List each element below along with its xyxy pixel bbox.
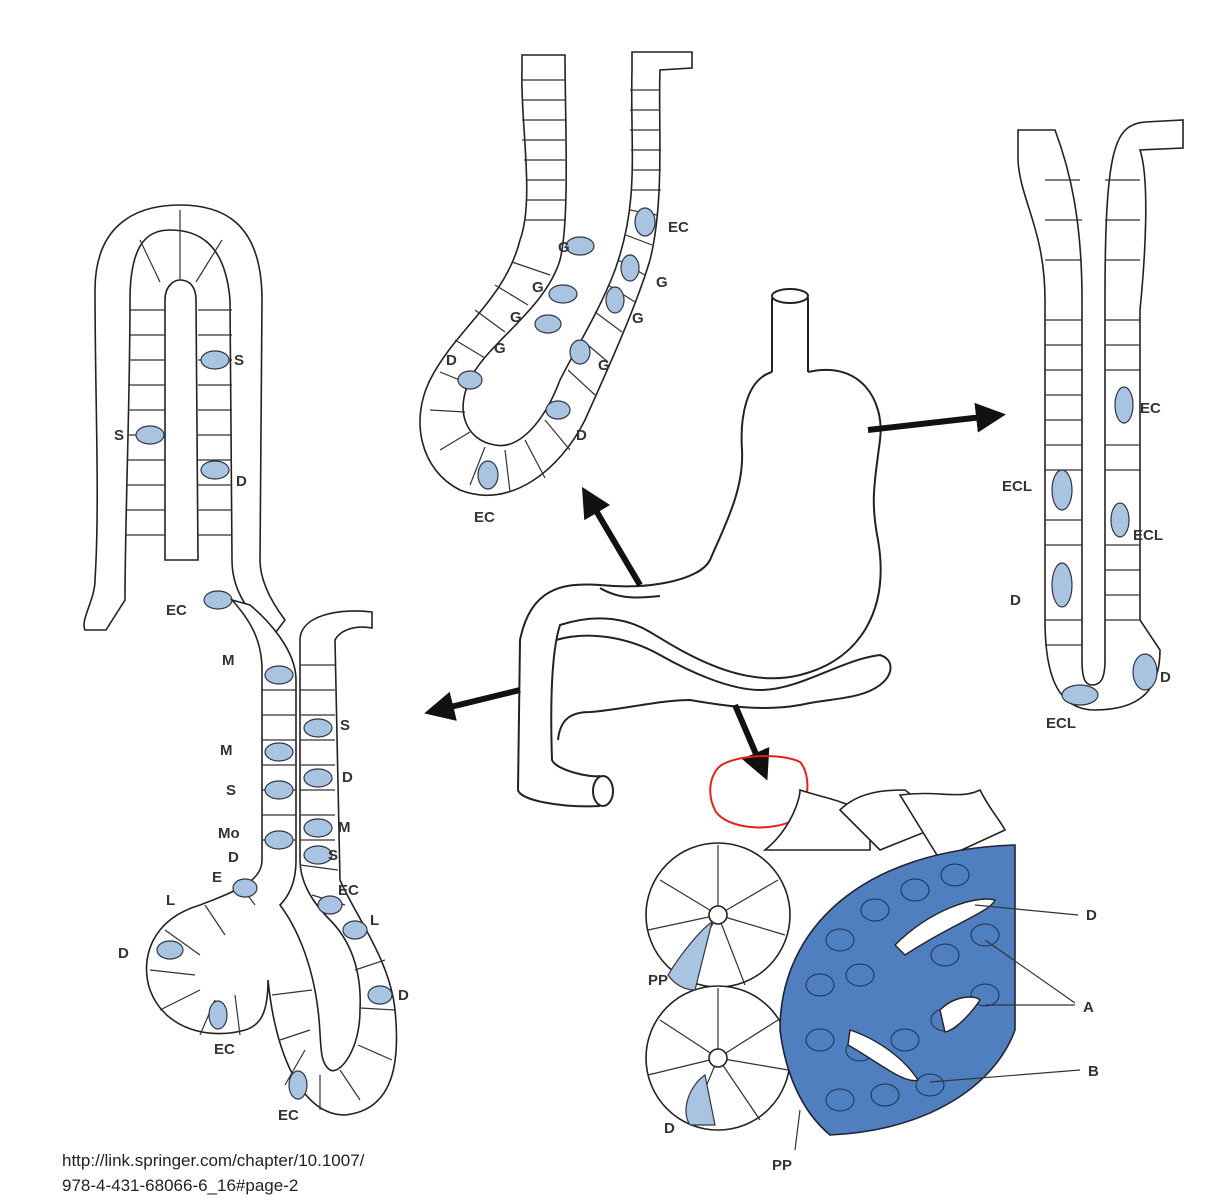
label: D xyxy=(1086,907,1097,924)
label: ECL xyxy=(1002,478,1032,495)
label: EC xyxy=(668,219,689,236)
label: G xyxy=(558,239,570,256)
label: PP xyxy=(648,972,668,989)
label: M xyxy=(222,652,235,669)
label: ECL xyxy=(1133,527,1163,544)
label: EC xyxy=(278,1107,299,1124)
label: EC xyxy=(166,602,187,619)
labels-small-intestine: M M S S D S M Mo D E EC L L D D EC EC xyxy=(118,652,409,1124)
label: G xyxy=(598,357,610,374)
labels-pancreas: D A B PP PP D xyxy=(648,907,1099,1174)
arrows xyxy=(424,402,1006,781)
arrow-to-pancreas xyxy=(732,703,770,781)
label: B xyxy=(1088,1063,1099,1080)
label: EC xyxy=(1140,400,1161,417)
small-intestine-glands xyxy=(145,598,398,1116)
colon-crypt xyxy=(83,204,286,642)
label: M xyxy=(338,819,351,836)
label: EC xyxy=(338,882,359,899)
label: EC xyxy=(214,1041,235,1058)
labels-colon: S S D EC xyxy=(114,352,247,619)
label: D xyxy=(664,1120,675,1137)
label: G xyxy=(656,274,668,291)
label: D xyxy=(1160,669,1171,686)
source-line-2: 978-4-431-68066-6_16#page-2 xyxy=(62,1176,299,1195)
arrow-to-fundus xyxy=(581,486,643,587)
label: D xyxy=(118,945,129,962)
label: A xyxy=(1083,999,1094,1016)
label: G xyxy=(532,279,544,296)
antral-gland xyxy=(419,51,693,496)
label: M xyxy=(220,742,233,759)
label: G xyxy=(632,310,644,327)
label: S xyxy=(114,427,124,444)
stomach-organ-outline xyxy=(516,288,892,808)
oxyntic-gland xyxy=(1017,119,1184,711)
label: PP xyxy=(772,1157,792,1174)
source-citation: http://link.springer.com/chapter/10.1007… xyxy=(62,1148,364,1198)
label: G xyxy=(510,309,522,326)
labels-fundus: EC G G G G G G G D D EC xyxy=(446,219,689,526)
label: D xyxy=(236,473,247,490)
label: E xyxy=(212,869,222,886)
source-line-1: http://link.springer.com/chapter/10.1007… xyxy=(62,1151,365,1170)
arrow-to-small-intestine xyxy=(424,687,521,721)
label: D xyxy=(342,769,353,786)
label: Mo xyxy=(218,825,240,842)
label: S xyxy=(226,782,236,799)
label: S xyxy=(234,352,244,369)
label: G xyxy=(494,340,506,357)
label: D xyxy=(446,352,457,369)
label: EC xyxy=(474,509,495,526)
pancreatic-acini-and-islet xyxy=(645,788,1081,1151)
label: D xyxy=(398,987,409,1004)
label: L xyxy=(166,892,175,909)
labels-stomach-gland: EC ECL ECL D D ECL xyxy=(1002,400,1171,732)
arrow-to-stomach-gland xyxy=(867,402,1006,433)
label: ECL xyxy=(1046,715,1076,732)
label: S xyxy=(340,717,350,734)
label: D xyxy=(1010,592,1021,609)
label: L xyxy=(370,912,379,929)
label: D xyxy=(576,427,587,444)
pancreatic-islet xyxy=(779,844,1016,1136)
label: D xyxy=(228,849,239,866)
label: S xyxy=(328,847,338,864)
